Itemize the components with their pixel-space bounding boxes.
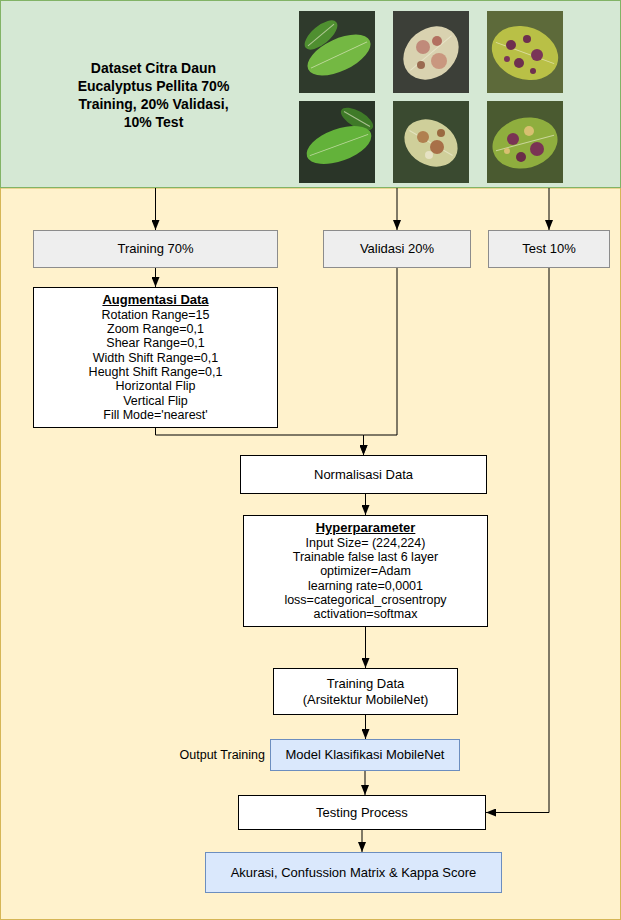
parameter-line: Horizontal Flip (116, 379, 196, 393)
flow-arrow (486, 268, 549, 813)
leaf-spot (507, 133, 519, 145)
process-box: Testing Process (238, 795, 486, 830)
leaf-spot (425, 151, 433, 159)
leaf-midrib (344, 112, 370, 127)
parameter-line: Fill Mode='nearest' (103, 408, 207, 422)
box-label: Model Klasifikasi MobileNet (286, 747, 445, 763)
leaf-shape (484, 17, 566, 89)
leaf-midrib (496, 135, 554, 151)
box-heading: Augmentasi Data (102, 292, 208, 308)
parameter-line: learning rate=0,0001 (308, 579, 423, 593)
parameter-line: Input Size= (224,224) (306, 536, 426, 550)
photo-ground (393, 101, 469, 183)
leaf-midrib (310, 134, 368, 155)
flow-arrow (365, 494, 366, 515)
leaf-spot (523, 35, 531, 43)
leaf-photo (299, 101, 377, 183)
leaf-photo (484, 11, 566, 93)
leaf-spot (432, 36, 442, 46)
leaf-photo (299, 11, 377, 93)
leaf-spot (531, 49, 543, 61)
split-box: Test 10% (488, 230, 610, 268)
result-box: Akurasi, Confussion Matrix & Kappa Score (205, 852, 502, 893)
leaf-photo (487, 101, 564, 183)
leaf-spot (416, 40, 430, 54)
leaf-spot (437, 129, 445, 137)
box-label: Training 70% (117, 241, 193, 257)
parameter-line: loss=categorical_crosentropy (284, 593, 446, 607)
leaf-shape (302, 118, 377, 171)
box-label: Normalisasi Data (314, 467, 413, 483)
flow-arrow (397, 188, 398, 230)
photo-ground (487, 101, 563, 183)
side-label: Output Training (180, 748, 265, 763)
leaf-spot (524, 126, 534, 136)
leaf-shape (301, 26, 376, 84)
box-label: Akurasi, Confussion Matrix & Kappa Score (231, 865, 477, 881)
parameter-line: Vertical Flip (123, 394, 188, 408)
leaf-spot (504, 148, 510, 154)
leaf-spot (516, 152, 526, 162)
parameter-line: Trainable false last 6 layer (293, 550, 438, 564)
flow-arrow (155, 188, 156, 230)
dataset-title: Dataset Citra Daun Eucalyptus Pellita 70… (76, 59, 231, 132)
flow-arrow (549, 188, 550, 230)
leaf-spot (431, 53, 447, 69)
hyperparameter-box: HyperparameterInput Size= (224,224)Train… (243, 515, 488, 627)
process-box: Normalisasi Data (240, 455, 487, 494)
leaf-spot (514, 58, 524, 68)
augmentation-box: Augmentasi DataRotation Range=15Zoom Ran… (33, 287, 278, 428)
leaf-midrib (410, 36, 451, 71)
box-label: Training Data (Arsitektur MobileNet) (296, 676, 436, 707)
leaf-spot (417, 131, 429, 143)
flow-arrow (156, 428, 364, 455)
leaf-shape (393, 15, 470, 90)
process-box: Training Data (Arsitektur MobileNet) (273, 668, 458, 715)
leaf-photos (1, 1, 621, 189)
split-box: Validasi 20% (323, 230, 471, 268)
leaf-photo (393, 101, 469, 183)
flow-arrow (155, 268, 156, 287)
split-box: Training 70% (33, 230, 278, 268)
parameter-line: Rotation Range=15 (101, 308, 209, 322)
leaf-midrib (311, 42, 367, 68)
box-heading: Hyperparameter (316, 520, 416, 536)
parameter-line: Heught Shift Range=0,1 (89, 365, 223, 379)
flow-arrow (364, 268, 398, 455)
leaf-spot (430, 140, 444, 154)
flow-arrow (362, 830, 363, 852)
leaf-spot (506, 40, 516, 50)
photo-ground (393, 11, 469, 93)
box-label: Testing Process (316, 805, 408, 821)
leaf-shape (396, 110, 466, 176)
parameter-line: Width Shift Range=0,1 (93, 351, 218, 365)
parameter-line: Zoom Range=0,1 (107, 322, 204, 336)
box-label: Test 10% (522, 241, 575, 257)
flow-arrow (365, 715, 366, 739)
flow-arrow (365, 627, 366, 668)
parameter-line: optimizer=Adam (320, 564, 411, 578)
leaf-spot (530, 68, 536, 74)
leaf-spot (530, 142, 544, 156)
leaf-spot (504, 56, 510, 62)
lower-panel (1, 188, 621, 920)
leaf-photo (393, 11, 470, 93)
leaf-spot (417, 61, 425, 69)
box-label: Validasi 20% (360, 241, 434, 257)
parameter-line: activation=softmax (314, 607, 418, 621)
leaf-midrib (496, 42, 554, 63)
leaf-shape (487, 110, 564, 175)
output-box: Model Klasifikasi MobileNet (270, 739, 460, 771)
parameter-line: Shear Range=0,1 (106, 336, 204, 350)
dataset-band: Dataset Citra Daun Eucalyptus Pellita 70… (0, 0, 621, 188)
flow-arrow (365, 771, 366, 795)
